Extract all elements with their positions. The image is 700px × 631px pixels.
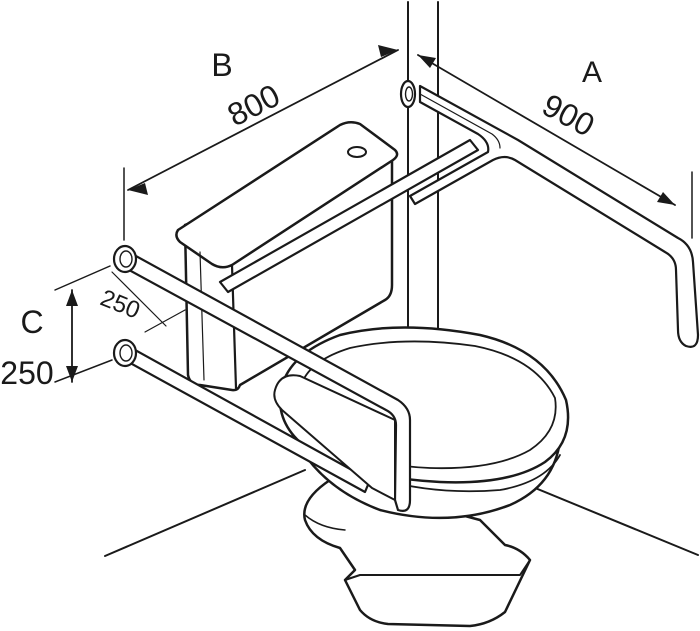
arrowhead-c-bottom — [66, 366, 78, 382]
dimension-b-value: 800 — [222, 77, 286, 133]
dimension-c-value: 250 — [0, 355, 53, 391]
dimension-offset-value: 250 — [97, 285, 144, 325]
toilet-pedestal — [303, 478, 532, 628]
dimension-a-value: 900 — [536, 87, 600, 144]
arrowhead-a-start — [418, 55, 436, 68]
dimension-c-letter: C — [20, 304, 43, 340]
grab-rail-drop-down — [112, 138, 480, 512]
grab-rail-right-wall — [399, 79, 700, 348]
dimension-b-letter: B — [211, 47, 232, 83]
arrowhead-b-end — [378, 45, 398, 57]
dimension-c: C 250 — [0, 265, 113, 391]
arrowhead-a-end — [657, 192, 675, 205]
arrowhead-b-start — [128, 183, 148, 195]
dimension-a-letter: A — [582, 56, 602, 89]
arrowhead-c-top — [66, 290, 78, 306]
